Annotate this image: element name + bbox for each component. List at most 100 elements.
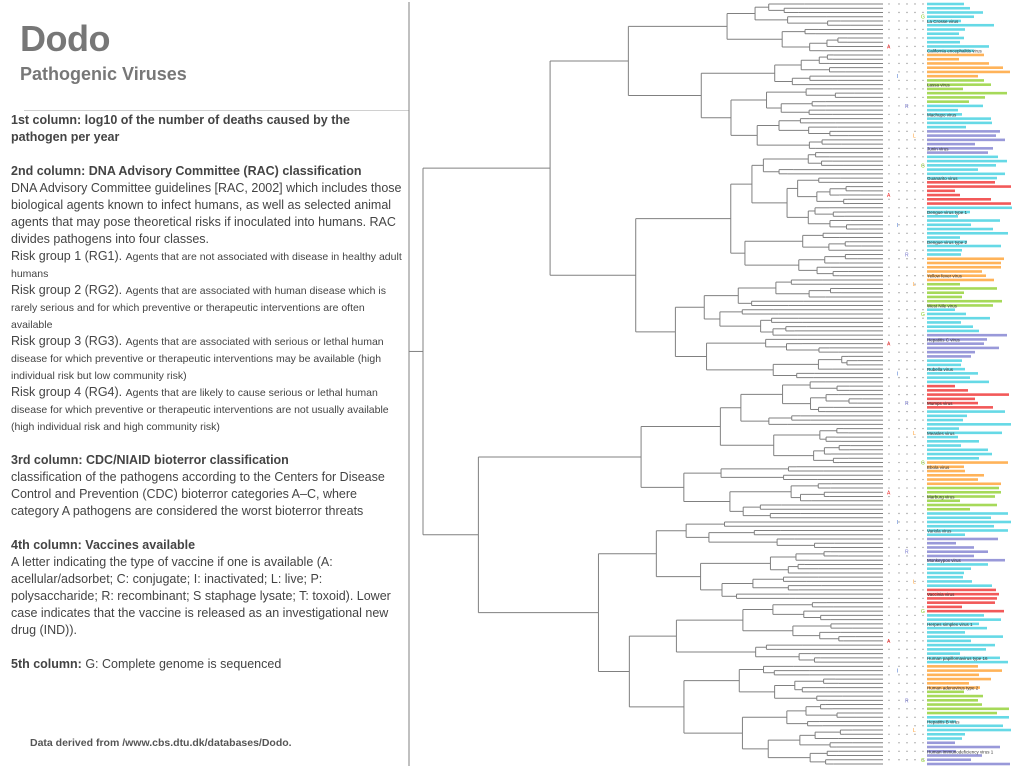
species-label-bar: [927, 299, 1002, 303]
annotation-dot: [906, 190, 908, 192]
annotation-dot: [922, 699, 924, 702]
annotation-dot: [906, 20, 908, 22]
risk-group-2-desc: Agents that are associated with human di…: [11, 285, 386, 331]
species-label-bar: [927, 70, 1010, 74]
species-label-bar: [927, 435, 958, 439]
annotation-dot: [906, 224, 908, 226]
species-label-bar: [927, 677, 991, 681]
annotation-dot: [898, 504, 900, 506]
annotation-dot: [888, 555, 890, 557]
species-label-bar: [927, 694, 983, 698]
annotation-dot: [898, 648, 900, 651]
annotation-dot: [906, 674, 908, 676]
species-label-bar: [927, 96, 985, 99]
annotation-dot: [888, 71, 890, 73]
annotation-dot: [914, 402, 916, 404]
species-label-bar: [927, 584, 992, 587]
annotation-dot: [888, 444, 890, 447]
annotation-dot: [914, 657, 916, 659]
species-label: Monkeypox virus: [927, 558, 962, 563]
species-label-bar: [927, 87, 963, 91]
annotation-mark: G: [921, 15, 925, 21]
annotation-dot: [922, 37, 924, 39]
annotation-dot: [914, 725, 916, 727]
species-label-bar: [927, 741, 955, 745]
species-label-bar: [927, 410, 1005, 413]
annotation-dot: [922, 79, 924, 82]
species-label-bar: [927, 134, 996, 137]
annotation-dot: [906, 487, 908, 489]
annotation-dot: [914, 436, 916, 438]
species-label-bar: [927, 257, 1004, 261]
annotation-dot: [898, 410, 900, 413]
annotation-mark: L: [913, 282, 916, 288]
annotation-dot: [922, 708, 924, 710]
col1-heading: 1st column: log10 of the number of death…: [11, 113, 350, 144]
annotation-dot: [898, 113, 900, 116]
data-source-footer: Data derived from /www.cbs.dtu.dk/databa…: [30, 737, 292, 749]
species-label-bar: [927, 580, 972, 583]
annotation-dot: [922, 139, 924, 141]
annotation-dot: [914, 122, 916, 124]
annotation-dot: [922, 461, 924, 464]
annotation-dot: [898, 453, 900, 455]
species-label-bar: [927, 79, 984, 82]
species-label-bar: [927, 202, 1011, 205]
annotation-dot: [888, 11, 890, 14]
species-label-bar: [927, 155, 998, 159]
annotation-dot: [888, 359, 890, 362]
species-label-bar: [927, 304, 993, 307]
annotation-dot: [906, 759, 908, 761]
annotation-dot: [898, 555, 900, 557]
species-label: Lassa virus: [927, 83, 951, 88]
annotation-dot: [914, 130, 916, 133]
annotation-dot: [898, 589, 900, 591]
species-label-bar: [927, 512, 1008, 515]
species-label-bar: [927, 219, 1000, 222]
annotation-dot: [898, 606, 900, 608]
annotation-mark: R: [905, 253, 909, 259]
annotation-dot: [906, 376, 908, 379]
annotation-dot: [914, 538, 916, 540]
species-label-bar: [927, 66, 1003, 69]
annotation-dot: [888, 572, 890, 574]
species-label-bar: [927, 206, 1012, 210]
annotation-dot: [914, 207, 916, 209]
species-label-bar: [927, 427, 959, 430]
species-label: Variola virus: [927, 528, 952, 533]
annotation-dot: [888, 283, 890, 285]
species-label-bar: [927, 440, 979, 443]
annotation-dot: [888, 725, 890, 727]
species-label-bar: [927, 401, 978, 405]
annotation-dot: [888, 614, 890, 617]
annotation-dot: [906, 750, 908, 752]
annotation-dot: [898, 147, 900, 150]
annotation-dot: [898, 759, 900, 761]
annotation-dot: [898, 105, 900, 107]
annotation-dot: [922, 733, 924, 735]
annotation-dot: [914, 648, 916, 651]
species-label-bar: [927, 117, 991, 120]
species-label-bar: [927, 728, 1011, 732]
annotation-dot: [898, 529, 900, 532]
species-label-bar: [927, 236, 960, 239]
annotation-dot: [922, 325, 924, 328]
species-label-bar: [927, 737, 962, 740]
species-label-bar: [927, 588, 996, 592]
species-label-bar: [927, 507, 970, 511]
annotation-mark: I: [897, 669, 898, 675]
annotation-dot: [906, 597, 908, 600]
species-label-bar: [927, 478, 978, 481]
annotation-dot: [888, 580, 890, 583]
species-label-bar: [927, 423, 1011, 426]
annotation-dot: [922, 71, 924, 73]
species-label-bar: [927, 363, 961, 367]
annotation-dot: [898, 623, 900, 625]
annotation-dot: [898, 54, 900, 56]
annotation-dot: [888, 665, 890, 668]
annotation-dot: [898, 640, 900, 642]
annotation-dot: [888, 495, 890, 498]
species-label-bar: [927, 32, 959, 36]
annotation-dot: [906, 11, 908, 14]
